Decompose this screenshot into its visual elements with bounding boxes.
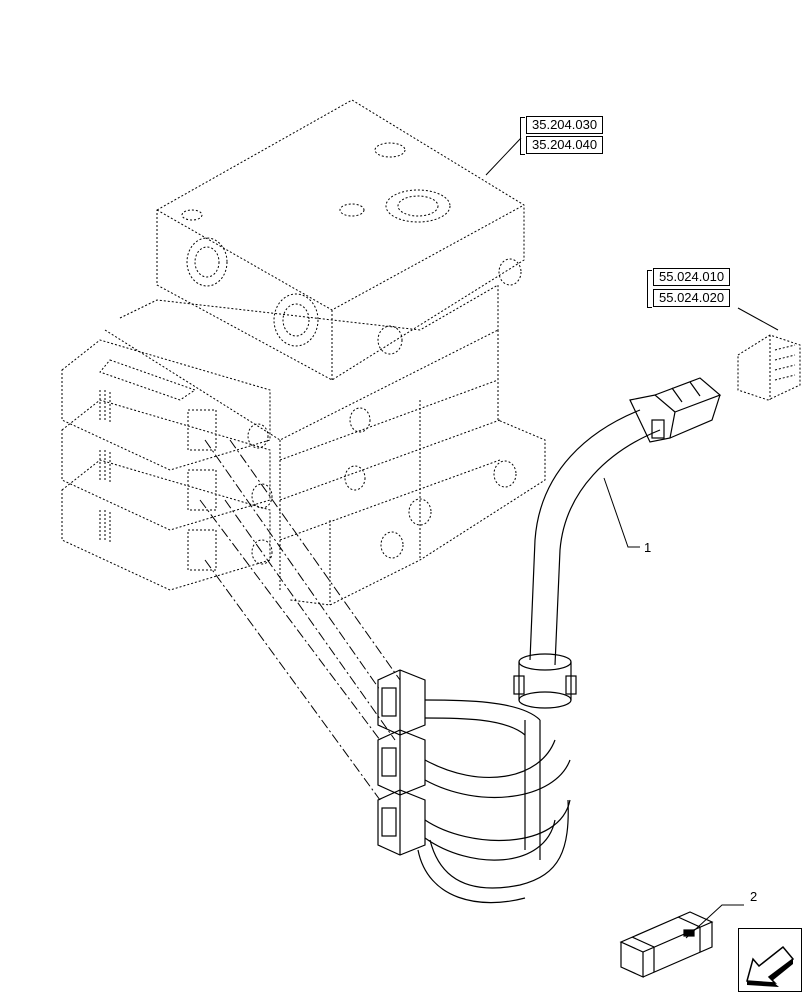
ref-55-024-020[interactable]: 55.024.020 <box>653 289 731 307</box>
alignment-lines <box>199 439 401 801</box>
valve-section-stack <box>104 284 546 606</box>
plug-connectors <box>377 669 426 856</box>
parts-kit-box-icon <box>619 911 714 978</box>
mating-connector <box>737 334 801 401</box>
ref-35-204-030[interactable]: 35.204.030 <box>526 116 604 134</box>
harness-clamp <box>513 653 577 709</box>
valve-top-block <box>156 99 525 381</box>
ref-35-204-040[interactable]: 35.204.040 <box>526 136 604 154</box>
callout-2: 2 <box>750 889 757 904</box>
valve-ref-bracket <box>520 117 525 155</box>
connector-ref-bracket <box>647 270 652 308</box>
arrow-glyph <box>746 945 795 987</box>
back-arrow-icon[interactable] <box>738 928 802 992</box>
callout-1: 1 <box>644 540 651 555</box>
leader-lines <box>485 137 779 939</box>
harness-main-cable <box>529 377 722 666</box>
harness-branches <box>417 699 571 904</box>
ref-55-024-010[interactable]: 55.024.010 <box>653 268 731 286</box>
solenoid-caps <box>61 339 271 591</box>
